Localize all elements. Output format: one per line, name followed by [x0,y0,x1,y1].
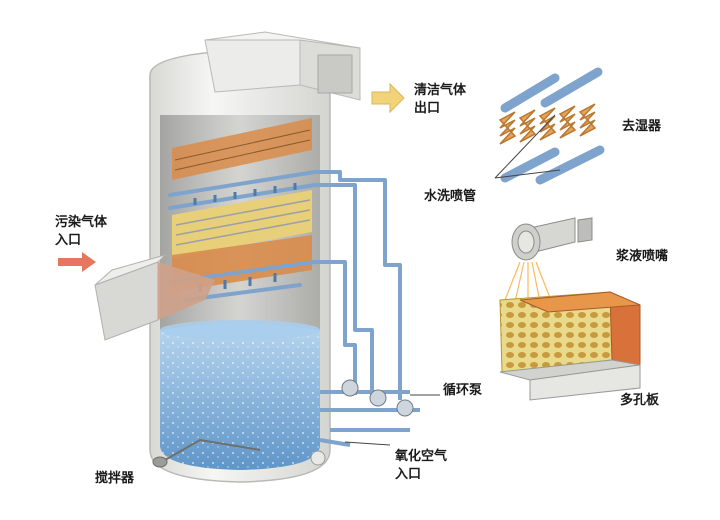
agitator [152,438,261,468]
clean-gas-outlet-duct [204,31,361,101]
label-perforated-plate: 多孔板 [620,393,660,408]
label-oxidation-air-inlet: 氧化空气 入口 [395,449,448,482]
slurry-tank [160,320,320,470]
outlet-arrow [371,82,405,114]
inlet-arrow [58,252,96,272]
callout-lines [344,114,561,446]
polluted-gas-inlet-duct [94,253,215,341]
perforated-plate-detail [499,291,641,401]
label-clean-gas-outlet: 清洁气体 出口 [414,83,467,116]
label-agitator: 搅拌器 [95,471,135,486]
oxidation-air-pipe [310,438,351,466]
slurry-nozzle-detail [504,217,593,304]
middle-packing-layer [172,190,312,258]
external-circulation-pipes [315,170,420,432]
demister-detail [498,67,605,185]
label-slurry-nozzle: 浆液喷嘴 [616,249,669,264]
upper-packing-layer [172,118,312,180]
label-washing-nozzle-pipe: 水洗喷管 [424,189,477,204]
circulation-pumps [341,379,414,417]
label-demister: 去湿器 [622,119,662,134]
label-circulation-pump: 循环泵 [443,383,483,398]
label-polluted-gas-inlet: 污染气体 入口 [55,215,108,248]
